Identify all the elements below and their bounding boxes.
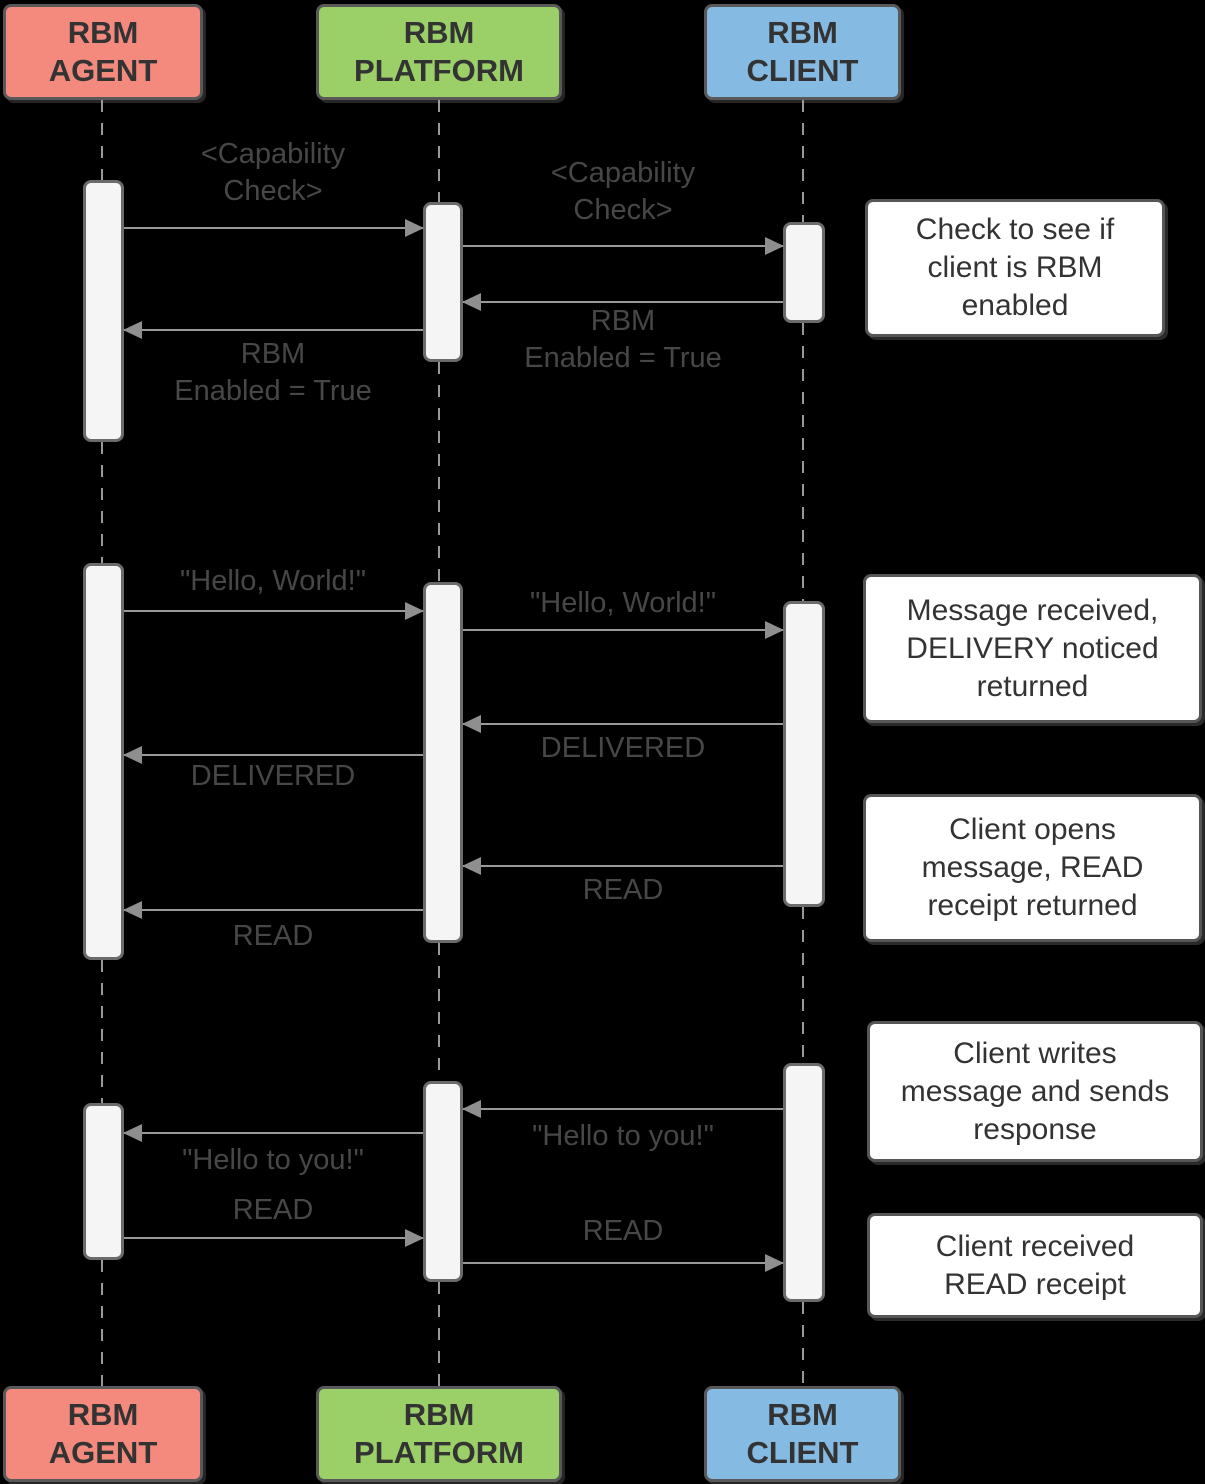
message-label-capability-check-right: <Capability Check>	[550, 157, 696, 226]
arrowhead-left-icon	[123, 321, 142, 339]
note-message-received: Message received, DELIVERY noticed retur…	[863, 574, 1202, 723]
arrow-read-platform-to-client	[463, 1254, 784, 1272]
message-label-read-right-1: READ	[582, 874, 664, 906]
note-capability-check: Check to see if client is RBM enabled	[865, 199, 1165, 337]
note-client-writes-message: Client writes message and sends response	[867, 1021, 1203, 1162]
message-label-hello-to-you-right: "Hello to you!"	[532, 1120, 714, 1152]
arrowhead-left-icon	[123, 1124, 142, 1142]
activation-bar-platform-2	[423, 582, 463, 943]
arrow-capability-check-platform-to-client	[463, 237, 784, 255]
note-client-opens-message: Client opens message, READ receipt retur…	[863, 794, 1202, 942]
arrowhead-right-icon	[765, 237, 784, 255]
actor-box-rbm-platform-bottom: RBM PLATFORM	[316, 1386, 562, 1482]
arrowhead-right-icon	[405, 602, 424, 620]
lifeline-platform	[438, 1282, 440, 1386]
arrowhead-right-icon	[765, 621, 784, 639]
lifeline-platform	[438, 362, 440, 582]
arrowhead-right-icon	[405, 1229, 424, 1247]
lifeline-agent	[101, 442, 103, 563]
arrowhead-right-icon	[405, 219, 424, 237]
arrow-hello-to-you-platform-to-agent	[123, 1124, 423, 1142]
arrowhead-left-icon	[462, 857, 481, 875]
arrow-hello-world-platform-to-client	[463, 621, 784, 639]
arrow-hello-to-you-client-to-platform	[462, 1100, 783, 1118]
message-label-capability-check-left: <Capability Check>	[200, 138, 346, 207]
actor-box-rbm-client-bottom: RBM CLIENT	[704, 1386, 901, 1482]
message-label-rbm-enabled-right: RBM Enabled = True	[524, 305, 722, 374]
arrow-read-client-to-platform	[462, 857, 783, 875]
arrowhead-left-icon	[462, 715, 481, 733]
lifeline-client	[802, 100, 804, 222]
arrow-read-platform-to-agent	[123, 901, 423, 919]
message-label-hello-world-right: "Hello, World!"	[529, 587, 717, 619]
actor-box-rbm-agent-top: RBM AGENT	[3, 4, 203, 100]
message-label-delivered-left: DELIVERED	[190, 760, 356, 792]
arrow-delivered-client-to-platform	[462, 715, 783, 733]
arrow-hello-world-agent-to-platform	[124, 602, 424, 620]
message-label-read-left-1: READ	[232, 920, 314, 952]
lifeline-client	[802, 907, 804, 1063]
lifeline-agent	[101, 960, 103, 1103]
arrowhead-right-icon	[765, 1254, 784, 1272]
message-label-delivered-right: DELIVERED	[540, 732, 706, 764]
activation-bar-client-1	[783, 222, 825, 323]
message-label-rbm-enabled-left: RBM Enabled = True	[174, 338, 372, 407]
activation-bar-agent-3	[83, 1103, 124, 1260]
activation-bar-platform-1	[423, 202, 463, 362]
arrow-rbm-enabled-client-to-platform	[462, 293, 783, 311]
activation-bar-client-3	[783, 1063, 825, 1302]
arrowhead-left-icon	[462, 293, 481, 311]
message-label-read-right-2: READ	[582, 1215, 664, 1247]
arrow-capability-check-agent-to-platform	[124, 219, 424, 237]
message-label-hello-world-left: "Hello, World!"	[179, 565, 367, 597]
arrow-rbm-enabled-platform-to-agent	[123, 321, 423, 339]
activation-bar-agent-1	[83, 180, 124, 442]
lifeline-client	[802, 323, 804, 601]
arrow-delivered-platform-to-agent	[123, 746, 423, 764]
arrowhead-left-icon	[123, 746, 142, 764]
lifeline-agent	[101, 100, 103, 180]
arrow-read-agent-to-platform	[124, 1229, 424, 1247]
lifeline-client	[802, 1302, 804, 1386]
arrowhead-left-icon	[462, 1100, 481, 1118]
lifeline-platform	[438, 100, 440, 202]
actor-box-rbm-platform-top: RBM PLATFORM	[316, 4, 562, 100]
activation-bar-agent-2	[83, 563, 124, 960]
lifeline-platform	[438, 943, 440, 1081]
activation-bar-platform-3	[423, 1081, 463, 1282]
lifeline-agent	[101, 1260, 103, 1386]
note-client-received-read: Client received READ receipt	[867, 1213, 1203, 1318]
activation-bar-client-2	[783, 601, 825, 907]
actor-box-rbm-agent-bottom: RBM AGENT	[3, 1386, 203, 1482]
message-label-hello-to-you-left: "Hello to you!"	[182, 1144, 364, 1176]
actor-box-rbm-client-top: RBM CLIENT	[704, 4, 901, 100]
arrowhead-left-icon	[123, 901, 142, 919]
message-label-read-left-2: READ	[232, 1194, 314, 1226]
